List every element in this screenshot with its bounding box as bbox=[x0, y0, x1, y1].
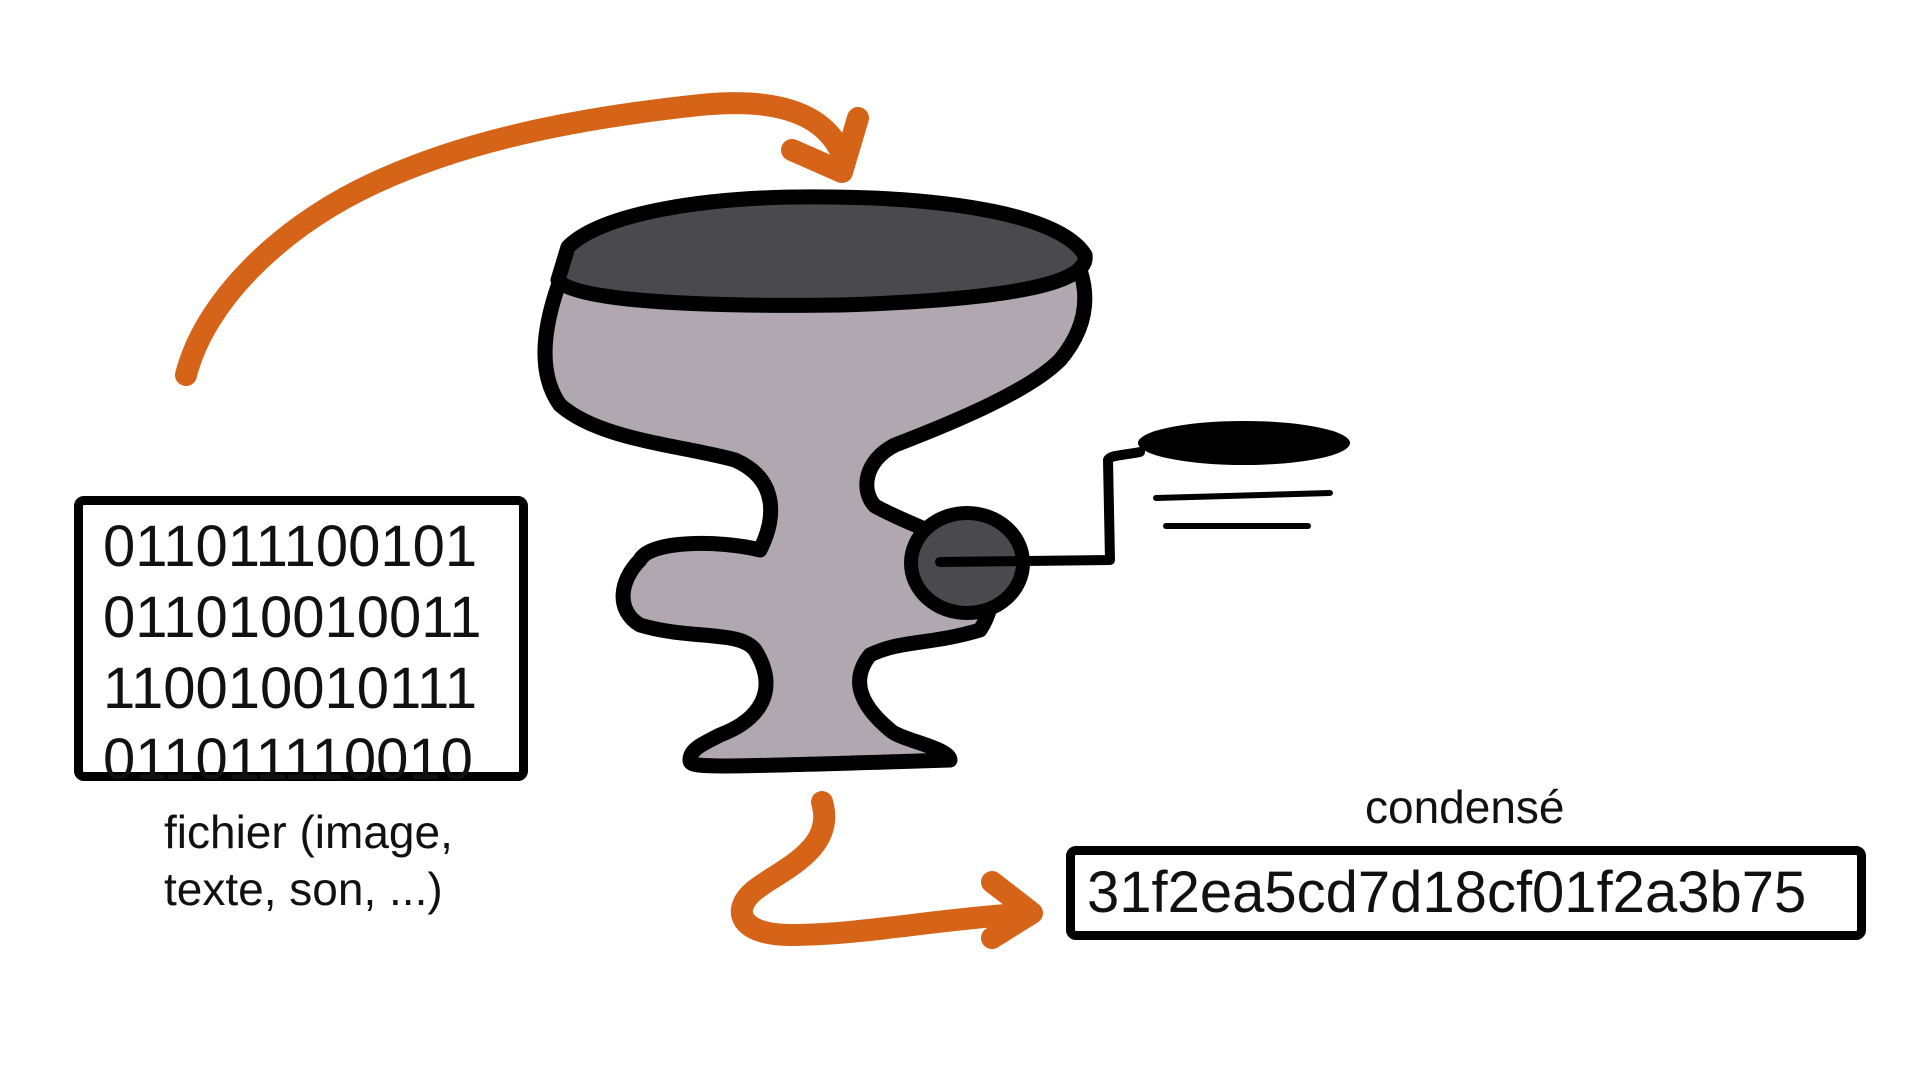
digest-title: condensé bbox=[1365, 781, 1565, 833]
crank-handle-icon bbox=[935, 421, 1350, 567]
file-caption-line: texte, son, ...) bbox=[164, 863, 443, 915]
digest-value: 31f2ea5cd7d18cf01f2a3b75 bbox=[1087, 860, 1807, 925]
arrow-out-icon bbox=[730, 791, 1043, 949]
binary-line: 011010010011 bbox=[103, 585, 482, 650]
binary-line: 011011100101 bbox=[103, 514, 478, 579]
input-file-box: 011011100101 011010010011 110010010111 0… bbox=[74, 496, 528, 792]
binary-line: 110010010111 bbox=[103, 656, 478, 721]
hash-grinder-icon bbox=[537, 189, 1093, 774]
file-caption-line: fichier (image, bbox=[164, 806, 453, 858]
digest-box: 31f2ea5cd7d18cf01f2a3b75 bbox=[1066, 846, 1866, 940]
arrow-in-icon bbox=[175, 92, 869, 386]
file-caption: fichier (image, texte, son, ...) bbox=[164, 804, 504, 918]
binary-line: 011011110010 bbox=[103, 727, 473, 792]
